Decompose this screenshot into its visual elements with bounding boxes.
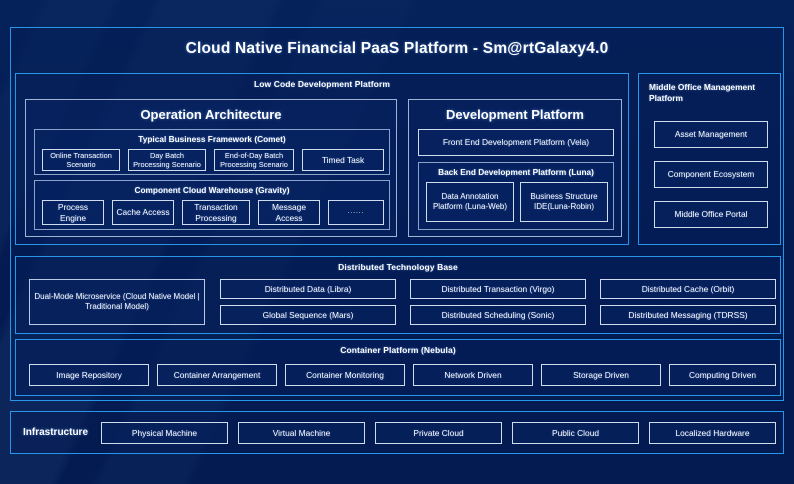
chip-front-end-development-platform[interactable]: Front End Development Platform (Vela) xyxy=(418,129,614,156)
platform-frame: Cloud Native Financial PaaS Platform - S… xyxy=(10,27,784,401)
chip-distributed-messaging[interactable]: Distributed Messaging (TDRSS) xyxy=(600,305,776,325)
comet-title: Typical Business Framework (Comet) xyxy=(138,134,286,144)
distributed-base-title: Distributed Technology Base xyxy=(338,262,458,272)
chip-container-arrangement[interactable]: Container Arrangement xyxy=(157,364,277,386)
chip-end-of-day-batch-processing-scenario[interactable]: End-of-Day Batch Processing Scenario xyxy=(214,149,294,171)
chip-more-ellipsis[interactable]: ...... xyxy=(328,200,384,225)
middle-office-management-panel: Middle Office Management Platform Asset … xyxy=(638,73,781,245)
chip-virtual-machine[interactable]: Virtual Machine xyxy=(238,422,365,444)
distributed-technology-base-panel: Distributed Technology Base Dual-Mode Mi… xyxy=(15,256,781,334)
chip-distributed-transaction[interactable]: Distributed Transaction (Virgo) xyxy=(410,279,586,299)
chip-distributed-data[interactable]: Distributed Data (Libra) xyxy=(220,279,396,299)
gravity-title: Component Cloud Warehouse (Gravity) xyxy=(134,185,290,195)
low-code-title: Low Code Development Platform xyxy=(253,79,391,89)
chip-online-transaction-scenario[interactable]: Online Transaction Scenario xyxy=(42,149,120,171)
chip-day-batch-processing-scenario[interactable]: Day Batch Processing Scenario xyxy=(128,149,206,171)
chip-computing-driven[interactable]: Computing Driven xyxy=(669,364,776,386)
chip-distributed-cache[interactable]: Distributed Cache (Orbit) xyxy=(600,279,776,299)
container-platform-title: Container Platform (Nebula) xyxy=(340,345,456,355)
chip-global-sequence[interactable]: Global Sequence (Mars) xyxy=(220,305,396,325)
development-platform-title: Development Platform xyxy=(446,107,584,122)
low-code-development-platform-panel: Low Code Development Platform Operation … xyxy=(15,73,629,245)
chip-middle-office-portal[interactable]: Middle Office Portal xyxy=(654,201,768,228)
chip-localized-hardware[interactable]: Localized Hardware xyxy=(649,422,776,444)
chip-storage-driven[interactable]: Storage Driven xyxy=(541,364,661,386)
chip-asset-management[interactable]: Asset Management xyxy=(654,121,768,148)
chip-timed-task[interactable]: Timed Task xyxy=(302,149,384,171)
operation-architecture-title: Operation Architecture xyxy=(140,107,282,122)
chip-network-driven[interactable]: Network Driven xyxy=(413,364,533,386)
infrastructure-label: Infrastructure xyxy=(23,427,89,438)
chip-transaction-processing[interactable]: Transaction Processing xyxy=(182,200,250,225)
middle-office-title: Middle Office Management Platform xyxy=(649,82,756,104)
chip-private-cloud[interactable]: Private Cloud xyxy=(375,422,502,444)
back-end-development-platform-panel: Back End Development Platform (Luna) Dat… xyxy=(418,162,614,230)
chip-image-repository[interactable]: Image Repository xyxy=(29,364,149,386)
chip-physical-machine[interactable]: Physical Machine xyxy=(101,422,228,444)
back-end-title: Back End Development Platform (Luna) xyxy=(438,167,594,177)
chip-dual-mode-microservice[interactable]: Dual-Mode Microservice (Cloud Native Mod… xyxy=(29,279,205,325)
development-platform-panel: Development Platform Front End Developme… xyxy=(408,99,622,237)
component-cloud-warehouse-panel: Component Cloud Warehouse (Gravity) Proc… xyxy=(34,180,390,230)
chip-container-monitoring[interactable]: Container Monitoring xyxy=(285,364,405,386)
page-title: Cloud Native Financial PaaS Platform - S… xyxy=(185,40,609,57)
operation-architecture-panel: Operation Architecture Typical Business … xyxy=(25,99,397,237)
chip-distributed-scheduling[interactable]: Distributed Scheduling (Sonic) xyxy=(410,305,586,325)
infrastructure-panel: Infrastructure Physical Machine Virtual … xyxy=(10,411,784,454)
chip-component-ecosystem[interactable]: Component Ecosystem xyxy=(654,161,768,188)
chip-process-engine[interactable]: Process Engine xyxy=(42,200,104,225)
chip-cache-access[interactable]: Cache Access xyxy=(112,200,174,225)
chip-public-cloud[interactable]: Public Cloud xyxy=(512,422,639,444)
container-platform-panel: Container Platform (Nebula) Image Reposi… xyxy=(15,339,781,396)
typical-business-framework-panel: Typical Business Framework (Comet) Onlin… xyxy=(34,129,390,175)
chip-business-structure-ide[interactable]: Business Structure IDE(Luna-Robin) xyxy=(520,182,608,222)
chip-data-annotation-platform[interactable]: Data Annotation Platform (Luna-Web) xyxy=(426,182,514,222)
chip-message-access[interactable]: Message Access xyxy=(258,200,320,225)
